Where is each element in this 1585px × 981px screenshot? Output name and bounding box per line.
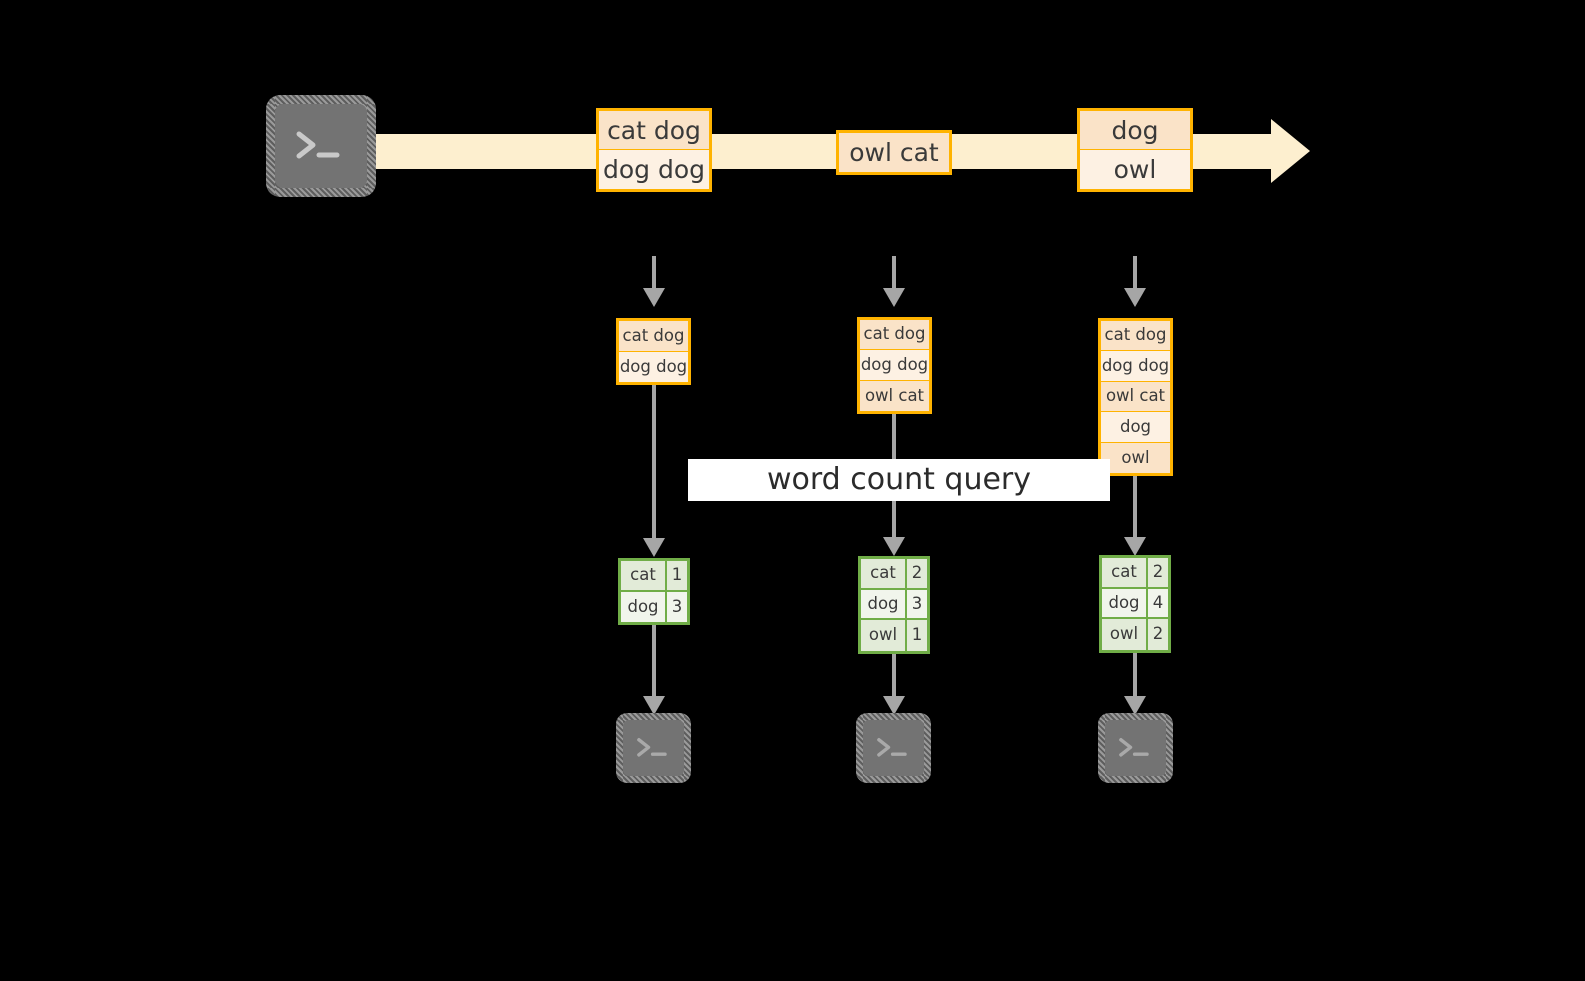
result-count: 1 [907, 620, 927, 651]
snapshot-buffer: cat dog dog dog owl cat dog owl [1098, 318, 1173, 476]
table-row: cat 1 [621, 561, 687, 592]
table-row: cat 2 [1102, 558, 1168, 589]
result-count: 1 [667, 561, 687, 590]
result-table: cat 2 dog 4 owl 2 [1099, 555, 1171, 653]
sink-terminal-icon[interactable] [856, 713, 931, 783]
snapshot-tap-line [652, 256, 656, 289]
table-row: owl 2 [1102, 619, 1168, 650]
result-output-arrowhead [1124, 696, 1146, 715]
result-word: dog [621, 591, 667, 622]
snapshot-tap-arrowhead [643, 288, 665, 307]
buffer-line: cat dog [619, 321, 688, 352]
record-line: dog [1080, 111, 1190, 150]
record-line: owl [1080, 150, 1190, 189]
buffer-line: dog [1101, 412, 1170, 443]
result-output-line [892, 654, 896, 697]
snapshot-tap-line [892, 256, 896, 289]
query-flow-line [1133, 476, 1137, 538]
buffer-line: owl cat [860, 380, 929, 411]
result-table: cat 1 dog 3 [618, 558, 690, 625]
result-table: cat 2 dog 3 owl 1 [858, 556, 930, 654]
snapshot-tap-line [1133, 256, 1137, 289]
table-row: dog 4 [1102, 588, 1168, 619]
buffer-line: dog dog [1101, 351, 1170, 382]
result-count: 2 [1148, 558, 1168, 587]
record-line: cat dog [599, 111, 709, 150]
snapshot-tap-arrowhead [883, 288, 905, 307]
buffer-line: owl cat [1101, 381, 1170, 413]
result-output-line [1133, 653, 1137, 697]
terminal-screen [1105, 720, 1166, 776]
query-flow-line [652, 385, 656, 539]
buffer-line: owl [1101, 442, 1170, 474]
query-flow-arrowhead [643, 538, 665, 557]
record-line: dog dog [599, 150, 709, 189]
result-word: owl [1102, 619, 1148, 650]
result-output-arrowhead [643, 696, 665, 715]
result-count: 4 [1148, 588, 1168, 617]
buffer-line: dog dog [860, 350, 929, 381]
result-word: cat [1102, 558, 1148, 587]
result-count: 3 [667, 591, 687, 622]
terminal-screen [275, 104, 367, 188]
query-label-band: word count query [688, 459, 1110, 501]
buffer-line: dog dog [619, 351, 688, 382]
stream-record: owl cat [836, 130, 952, 175]
query-flow-arrowhead [1124, 537, 1146, 556]
result-count: 2 [907, 559, 927, 588]
result-word: dog [861, 589, 907, 618]
snapshot-tap-arrowhead [1124, 288, 1146, 307]
snapshot-buffer: cat dog dog dog [616, 318, 691, 385]
snapshot-buffer: cat dog dog dog owl cat [857, 317, 932, 414]
table-row: dog 3 [861, 589, 927, 620]
stream-arrow-head [1271, 119, 1310, 183]
result-count: 2 [1148, 619, 1168, 650]
sink-terminal-icon[interactable] [616, 713, 691, 783]
stream-record: dog owl [1077, 108, 1193, 192]
source-terminal-icon[interactable] [266, 95, 376, 197]
sink-terminal-icon[interactable] [1098, 713, 1173, 783]
buffer-line: cat dog [860, 320, 929, 351]
result-count: 3 [907, 589, 927, 618]
table-row: dog 3 [621, 591, 687, 622]
table-row: cat 2 [861, 559, 927, 590]
terminal-screen [623, 720, 684, 776]
record-line: owl cat [839, 133, 949, 172]
result-word: cat [861, 559, 907, 588]
result-word: dog [1102, 588, 1148, 617]
result-output-line [652, 625, 656, 697]
buffer-line: cat dog [1101, 321, 1170, 352]
stream-record: cat dog dog dog [596, 108, 712, 192]
query-flow-arrowhead [883, 537, 905, 556]
result-word: owl [861, 620, 907, 651]
query-label-text: word count query [766, 462, 1032, 497]
result-output-arrowhead [883, 696, 905, 715]
result-word: cat [621, 561, 667, 590]
terminal-screen [863, 720, 924, 776]
table-row: owl 1 [861, 620, 927, 651]
